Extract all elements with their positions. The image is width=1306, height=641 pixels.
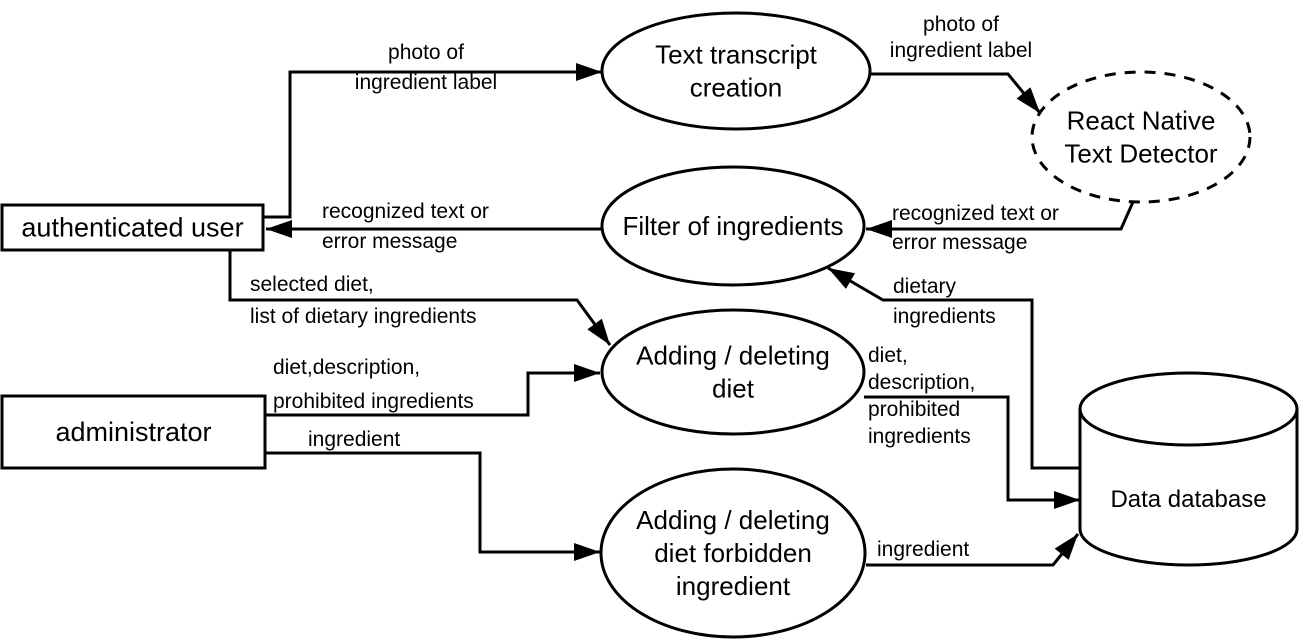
filter-of-ingredients-label: Filter of ingredients xyxy=(622,211,843,241)
node-data-database: Data database xyxy=(1078,371,1299,567)
arrowhead-icon xyxy=(574,543,600,561)
edge-forbidden-to-database xyxy=(866,533,1080,567)
edge-filter-to-user xyxy=(266,220,602,238)
arrowhead-icon xyxy=(1016,87,1040,113)
arrowhead-icon xyxy=(1054,534,1078,560)
edge-admin-to-adding-diet xyxy=(265,364,600,417)
node-filter-of-ingredients: Filter of ingredients xyxy=(600,165,866,287)
edge-user-to-adding-diet xyxy=(228,250,612,346)
arrowhead-icon xyxy=(587,318,610,345)
arrowhead-icon xyxy=(828,268,855,289)
authenticated-user-label: authenticated user xyxy=(21,213,243,243)
database-cylinder-top xyxy=(1078,371,1299,447)
edge-detector-to-filter xyxy=(866,201,1135,238)
arrowhead-icon xyxy=(866,220,892,238)
edge-label-ingredient-left: ingredient xyxy=(308,428,400,451)
edge-adding-diet-to-database xyxy=(864,395,1080,509)
edge-label-diet-description-left: diet,description,prohibited ingredients xyxy=(273,356,474,413)
edge-label-ingredient-right: ingredient xyxy=(877,538,969,561)
arrowhead-icon xyxy=(1054,491,1080,509)
arrowhead-icon xyxy=(574,364,600,382)
edge-database-to-filter xyxy=(827,266,1080,470)
arrowhead-icon xyxy=(266,220,292,238)
edge-label-selected-diet: selected diet,list of dietary ingredient… xyxy=(250,273,476,328)
node-administrator: administrator xyxy=(0,394,267,470)
arrowhead-icon xyxy=(576,63,602,81)
edge-transcript-to-detector xyxy=(865,72,1042,114)
edge-admin-to-adding-forbidden xyxy=(265,451,600,561)
edge-user-to-transcript xyxy=(263,63,602,219)
data-database-label: Data database xyxy=(1110,486,1266,513)
administrator-label: administrator xyxy=(55,417,211,447)
node-authenticated-user: authenticated user xyxy=(0,203,265,252)
